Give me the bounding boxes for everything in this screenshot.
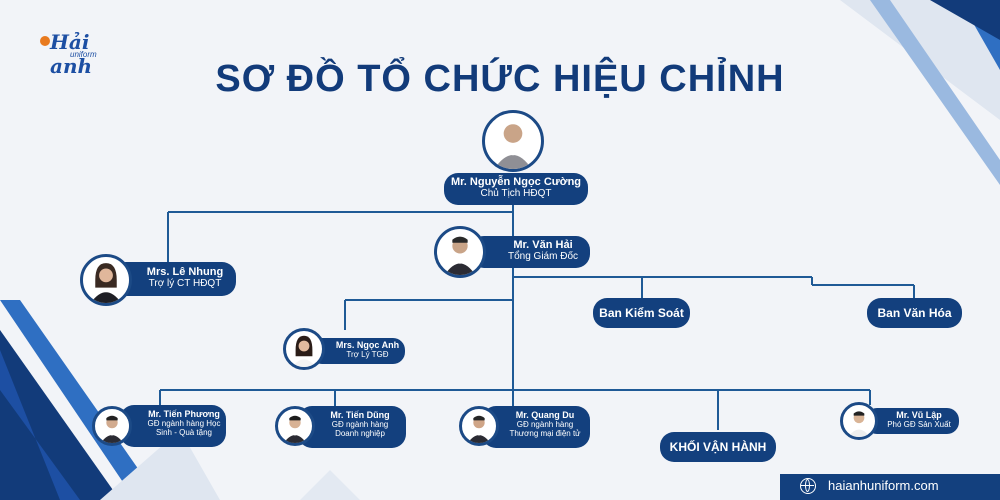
tien-phuong-avatar [92,406,132,446]
quang-du-role-line1: GĐ ngành hàng [516,420,574,429]
vu-lap-role: Phó GĐ Sản Xuất [887,420,951,429]
tien-dung-name: Mr. Tiến Dũng [330,410,390,420]
quang-du-role-line2: Thương mại điện tử [509,429,581,438]
dept-operations-block: KHỐI VẬN HÀNH [660,432,776,462]
footer-bar [780,474,1000,500]
assistant-ceo-role: Trợ Lý TGĐ [346,350,389,359]
ceo-name: Mr. Văn Hải [513,239,573,251]
assistant-chair-card: Mrs. Lê Nhung Trợ lý CT HĐQT [112,262,236,296]
assistant-chair-role: Trợ lý CT HĐQT [148,278,222,289]
logo-text: Hải anh [50,30,93,78]
vu-lap-name: Mr. Vũ Lập [896,410,942,420]
company-logo[interactable]: Hải anh uniform [36,30,116,78]
website-link[interactable]: haianhuniform.com [828,478,939,493]
dept-culture-label: Ban Văn Hóa [877,306,952,320]
quang-du-name: Mr. Quang Du [515,410,575,420]
tien-dung-card: Mr. Tiến Dũng GĐ ngành hàng Doanh nghiệp [298,406,406,448]
dept-operations-label: KHỐI VẬN HÀNH [669,440,767,454]
logo-subtext: uniform [70,50,97,59]
ceo-role: Tổng Giám Đốc [507,251,579,262]
quang-du-avatar [459,406,499,446]
chairman-role: Chủ Tịch HĐQT [480,188,552,199]
tien-phuong-card: Mr. Tiến Phương GĐ ngành hàng Học Sinh -… [120,405,226,447]
chairman-name: Mr. Nguyễn Ngọc Cường [450,176,582,188]
dept-culture-board: Ban Văn Hóa [867,298,962,328]
tien-phuong-role-line2: Sinh - Quà tặng [155,428,213,437]
vu-lap-avatar [840,402,878,440]
tien-phuong-role-line1: GĐ ngành hàng Học [147,419,221,428]
ceo-avatar [434,226,486,278]
page-title: SƠ ĐỒ TỔ CHỨC HIỆU CHỈNH [215,58,785,100]
assistant-chair-name: Mrs. Lê Nhung [146,266,224,278]
assistant-ceo-card: Mrs. Ngọc Anh Trợ Lý TGĐ [310,338,405,364]
tien-dung-role-line1: GĐ ngành hàng [331,420,389,429]
quang-du-card: Mr. Quang Du GĐ ngành hàng Thương mại đi… [482,406,590,448]
globe-icon [800,478,816,494]
chairman-avatar [482,110,544,172]
dept-control-label: Ban Kiểm Soát [599,306,684,320]
logo-mark-icon [40,36,50,46]
vu-lap-card: Mr. Vũ Lập Phó GĐ Sản Xuất [865,408,959,434]
tien-phuong-name: Mr. Tiến Phương [148,409,220,419]
tien-dung-avatar [275,406,315,446]
assistant-ceo-name: Mrs. Ngọc Anh [335,340,400,350]
assistant-ceo-avatar [283,328,325,370]
chairman-card: Mr. Nguyễn Ngọc Cường Chủ Tịch HĐQT [444,173,588,205]
tien-dung-role-line2: Doanh nghiệp [335,429,385,438]
assistant-chair-avatar [80,254,132,306]
ceo-card: Mr. Văn Hải Tổng Giám Đốc [470,236,590,268]
dept-control-board: Ban Kiểm Soát [593,298,690,328]
